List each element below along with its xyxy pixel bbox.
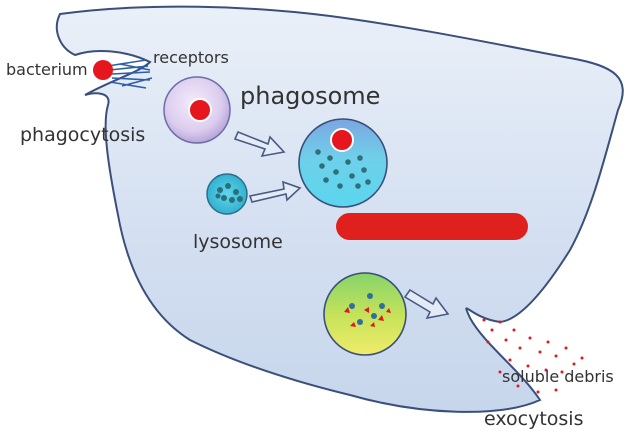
residual-debris (344, 307, 391, 327)
phagolysosome-bacterium (330, 128, 354, 152)
label-phagosome: phagosome (240, 82, 381, 110)
phagolysosome-vesicle (298, 118, 388, 208)
label-receptors: receptors (153, 48, 229, 67)
residual-dots (349, 293, 385, 325)
phagosome-bacterium (188, 98, 212, 122)
label-soluble-debris: soluble debris (502, 367, 614, 386)
label-lysosome: lysosome (193, 231, 283, 253)
enzyme-dots (315, 149, 371, 189)
arrow-residual-to-exocytosis (403, 288, 450, 320)
residual-body-vesicle (323, 272, 407, 356)
redaction-bar (336, 213, 528, 240)
receptor-lines (107, 59, 153, 89)
bacterium-dot (93, 60, 113, 80)
arrow-phagosome-to-phagolysosome (233, 130, 286, 158)
lysosome-vesicle (206, 173, 248, 215)
label-exocytosis: exocytosis (484, 408, 584, 430)
label-phagocytosis: phagocytosis (20, 124, 146, 146)
soluble-debris-particles (482, 318, 584, 394)
arrow-lysosome-to-phagolysosome (248, 180, 302, 203)
lysosome-enzymes (215, 183, 243, 203)
label-bacterium: bacterium (6, 60, 88, 79)
